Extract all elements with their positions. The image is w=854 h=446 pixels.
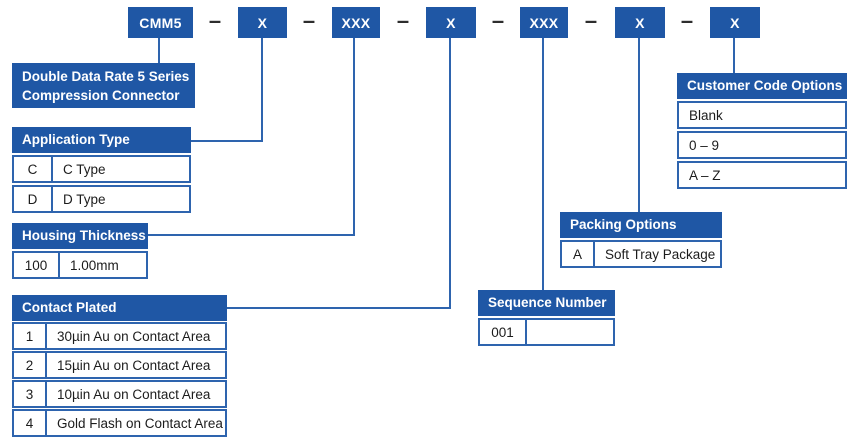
connector-line-application-type <box>191 140 263 142</box>
table-row: 4 Gold Flash on Contact Area <box>12 409 227 437</box>
application-type-header: Application Type <box>12 127 191 153</box>
housing-thickness-table: Housing Thickness 100 1.00mm <box>12 223 148 279</box>
table-row: D D Type <box>12 185 191 213</box>
segment-box-housing-thickness: XXX <box>332 7 380 38</box>
contact-plated-header: Contact Plated <box>12 295 227 321</box>
table-row: 0 – 9 <box>677 131 847 159</box>
connector-line-housing-thickness <box>353 38 355 236</box>
segment-box-customer-code: X <box>710 7 760 38</box>
packing-options-header: Packing Options <box>560 212 722 238</box>
series-description-box: Double Data Rate 5 Series Compression Co… <box>12 63 195 108</box>
desc-cell: 10µin Au on Contact Area <box>57 386 211 402</box>
code-cell: C <box>14 157 53 181</box>
segment-box-packing-options: X <box>615 7 665 38</box>
segment-box-contact-plated: X <box>426 7 476 38</box>
connector-line-sequence-number <box>542 38 544 290</box>
sequence-number-table: Sequence Number 001 <box>478 290 615 346</box>
separator-dash: – <box>396 8 410 33</box>
option-cell: Blank <box>689 107 723 123</box>
connector-line-contact-plated <box>449 38 451 309</box>
segment-box-sequence-number: XXX <box>520 7 568 38</box>
desc-cell: Soft Tray Package <box>605 246 716 262</box>
packing-options-table: Packing Options A Soft Tray Package <box>560 212 722 268</box>
table-row: 3 10µin Au on Contact Area <box>12 380 227 408</box>
desc-cell: 15µin Au on Contact Area <box>57 357 211 373</box>
code-cell: 100 <box>14 253 60 277</box>
sequence-number-header: Sequence Number <box>478 290 615 316</box>
connector-line-customer-code <box>733 38 735 73</box>
separator-dash: – <box>491 8 505 33</box>
contact-plated-table: Contact Plated 1 30µin Au on Contact Are… <box>12 295 227 437</box>
table-row: 2 15µin Au on Contact Area <box>12 351 227 379</box>
series-description-line1: Double Data Rate 5 Series <box>22 69 190 84</box>
separator-dash: – <box>680 8 694 33</box>
option-cell: A – Z <box>689 167 721 183</box>
desc-cell: 1.00mm <box>70 257 119 273</box>
series-description-line2: Compression Connector <box>22 88 180 103</box>
separator-dash: – <box>302 8 316 33</box>
code-cell: 001 <box>480 320 527 344</box>
table-row: Blank <box>677 101 847 129</box>
application-type-table: Application Type C C Type D D Type <box>12 127 191 213</box>
table-row: 100 1.00mm <box>12 251 148 279</box>
segment-box-series: CMM5 <box>128 7 193 38</box>
table-row: 1 30µin Au on Contact Area <box>12 322 227 350</box>
customer-code-options-table: Customer Code Options Blank 0 – 9 A – Z <box>677 73 847 189</box>
code-cell: 1 <box>14 324 47 348</box>
table-row: C C Type <box>12 155 191 183</box>
desc-cell: Gold Flash on Contact Area <box>57 415 223 431</box>
table-row: A – Z <box>677 161 847 189</box>
table-row: 001 <box>478 318 615 346</box>
desc-cell: D Type <box>63 191 106 207</box>
housing-thickness-header: Housing Thickness <box>12 223 148 249</box>
desc-cell <box>527 320 613 344</box>
separator-dash: – <box>584 8 598 33</box>
connector-line-contact-plated <box>227 307 451 309</box>
connector-line-application-type <box>261 38 263 142</box>
connector-line-series <box>158 38 160 63</box>
table-row: A Soft Tray Package <box>560 240 722 268</box>
option-cell: 0 – 9 <box>689 137 720 153</box>
code-cell: 4 <box>14 411 47 435</box>
customer-code-options-header: Customer Code Options <box>677 73 847 99</box>
code-cell: 2 <box>14 353 47 377</box>
code-cell: 3 <box>14 382 47 406</box>
segment-box-application-type: X <box>238 7 287 38</box>
code-cell: D <box>14 187 53 211</box>
connector-line-housing-thickness <box>148 234 355 236</box>
connector-line-packing-options <box>638 38 640 212</box>
desc-cell: C Type <box>63 161 106 177</box>
desc-cell: 30µin Au on Contact Area <box>57 328 211 344</box>
separator-dash: – <box>208 8 222 33</box>
code-cell: A <box>562 242 595 266</box>
